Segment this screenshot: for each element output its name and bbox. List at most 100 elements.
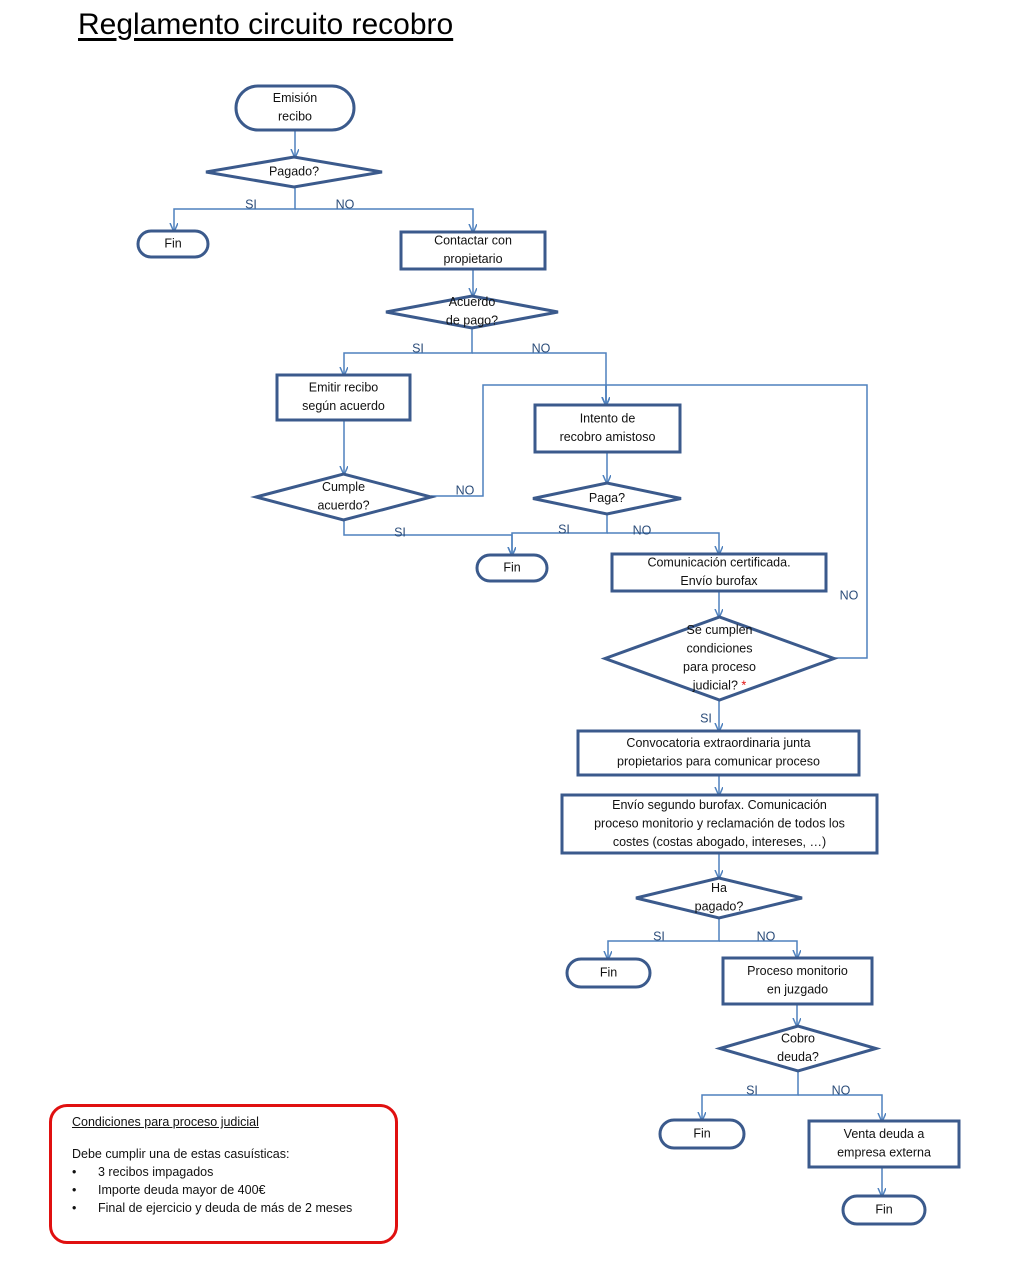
edge-label: SI bbox=[746, 1083, 758, 1097]
process-shape bbox=[576, 729, 861, 777]
node-label: Envío segundo burofax. Comunicación bbox=[612, 798, 827, 812]
node-label: Acuerdo bbox=[449, 295, 496, 309]
node-fin1: Fin bbox=[136, 229, 210, 259]
node-fin5: Fin bbox=[841, 1194, 927, 1226]
node-label: pagado? bbox=[695, 900, 744, 914]
node-cobro: Cobro deuda? bbox=[714, 1024, 882, 1073]
asterisk-marker: * bbox=[738, 679, 746, 693]
node-pagado: Pagado? bbox=[205, 155, 383, 189]
decision-shape bbox=[205, 155, 383, 189]
page-title: Reglamento circuito recobro bbox=[78, 8, 454, 41]
node-label: recibo bbox=[278, 110, 312, 124]
decision-shape bbox=[635, 876, 803, 920]
node-convocatoria: Convocatoria extraordinaria junta propiet… bbox=[576, 729, 861, 777]
notes-item: Importe deuda mayor de 400€ bbox=[72, 1181, 375, 1199]
notes-item: 3 recibos impagados bbox=[72, 1163, 375, 1181]
terminator-shape bbox=[234, 84, 356, 132]
notes-box: Condiciones para proceso judicial Debe c… bbox=[49, 1104, 398, 1244]
process-shape bbox=[610, 552, 828, 593]
node-label: Pagado? bbox=[269, 164, 319, 178]
terminator-shape bbox=[841, 1194, 927, 1226]
node-label: Ha bbox=[711, 881, 727, 895]
edge-label: NO bbox=[532, 341, 551, 355]
edge-label: SI bbox=[558, 522, 570, 536]
node-label: condiciones bbox=[686, 642, 752, 656]
node-label: Fin bbox=[503, 560, 520, 574]
node-label: Fin bbox=[600, 965, 617, 979]
process-shape bbox=[721, 956, 874, 1006]
process-shape bbox=[533, 403, 682, 454]
process-shape bbox=[560, 793, 879, 855]
connector-acuerdo-emitir: SI bbox=[344, 328, 473, 375]
node-label: en juzgado bbox=[767, 983, 828, 997]
edge-label: SI bbox=[412, 341, 424, 355]
notes-intro: Debe cumplir una de estas casuísticas: bbox=[72, 1147, 290, 1161]
node-label: según acuerdo bbox=[302, 399, 385, 413]
node-label: acuerdo? bbox=[317, 499, 369, 513]
edge-label: NO bbox=[840, 588, 859, 602]
node-paga: Paga? bbox=[532, 481, 682, 516]
node-label: Fin bbox=[693, 1126, 710, 1140]
decision-shape bbox=[714, 1024, 882, 1073]
node-label: Envío burofax bbox=[680, 574, 758, 588]
node-label: propietarios para comunicar proceso bbox=[617, 755, 820, 769]
node-label: Fin bbox=[875, 1202, 892, 1216]
node-label: Cumple bbox=[322, 480, 365, 494]
node-intento: Intento de recobro amistoso bbox=[533, 403, 682, 454]
node-cumple: Cumple acuerdo? bbox=[250, 472, 437, 522]
decision-shape bbox=[250, 472, 437, 522]
node-label: Paga? bbox=[589, 491, 625, 505]
notes-item: Final de ejercicio y deuda de más de 2 m… bbox=[72, 1199, 375, 1217]
node-label: proceso monitorio y reclamación de todos… bbox=[594, 816, 845, 830]
edge-label: NO bbox=[757, 929, 776, 943]
node-label: Cobro bbox=[781, 1032, 815, 1046]
decision-shape bbox=[532, 481, 682, 516]
terminator-shape bbox=[475, 553, 549, 583]
decision-shape bbox=[600, 615, 839, 702]
node-label: Contactar con bbox=[434, 234, 512, 248]
edge-label: NO bbox=[336, 197, 355, 211]
terminator-shape bbox=[136, 229, 210, 259]
connector-pagado-contactar: NO bbox=[295, 197, 473, 232]
node-label: Emitir recibo bbox=[309, 381, 379, 395]
node-label: judicial? * bbox=[692, 679, 747, 693]
edge-label: NO bbox=[456, 483, 475, 497]
process-shape bbox=[399, 230, 547, 271]
node-label: de pago? bbox=[446, 314, 498, 328]
node-label: deuda? bbox=[777, 1050, 819, 1064]
node-label: Convocatoria extraordinaria junta bbox=[626, 736, 810, 750]
node-venta: Venta deuda a empresa externa bbox=[807, 1119, 961, 1169]
node-label: Comunicación certificada. bbox=[647, 556, 790, 570]
connector-condiciones-intento: NO bbox=[606, 384, 868, 659]
node-label: propietario bbox=[443, 252, 502, 266]
node-label: Se cumplen bbox=[686, 623, 752, 637]
edge-label: SI bbox=[653, 929, 665, 943]
node-label: empresa externa bbox=[837, 1146, 931, 1160]
node-label: costes (costas abogado, intereses, …) bbox=[613, 835, 826, 849]
decision-shape bbox=[385, 294, 559, 330]
notes-heading: Condiciones para proceso judicial bbox=[72, 1115, 259, 1129]
edge-label: NO bbox=[832, 1083, 851, 1097]
edge-label: SI bbox=[245, 197, 257, 211]
node-emision: Emisión recibo bbox=[234, 84, 356, 132]
terminator-shape bbox=[565, 957, 652, 989]
node-label: Intento de bbox=[580, 412, 636, 426]
node-label: Emisión bbox=[273, 91, 318, 105]
node-label: Venta deuda a bbox=[844, 1127, 925, 1141]
node-emitir: Emitir recibo según acuerdo bbox=[275, 373, 412, 422]
connector-paga-fin2: SI bbox=[512, 514, 608, 555]
process-shape bbox=[275, 373, 412, 422]
node-acuerdo: Acuerdo de pago? bbox=[385, 294, 559, 330]
node-label: recobro amistoso bbox=[560, 430, 656, 444]
connector-hapagado-fin3: SI bbox=[608, 918, 720, 959]
node-label: para proceso bbox=[683, 660, 756, 674]
connector-cobro-fin4: SI bbox=[702, 1071, 799, 1120]
edge-label: SI bbox=[394, 525, 406, 539]
connector-cumple-fin2: SI bbox=[343, 520, 512, 555]
node-segundo: Envío segundo burofax. Comunicación proce… bbox=[560, 793, 879, 855]
edge-label: NO bbox=[633, 523, 652, 537]
connector-paga-comunicacion: NO bbox=[607, 523, 719, 554]
node-fin3: Fin bbox=[565, 957, 652, 989]
